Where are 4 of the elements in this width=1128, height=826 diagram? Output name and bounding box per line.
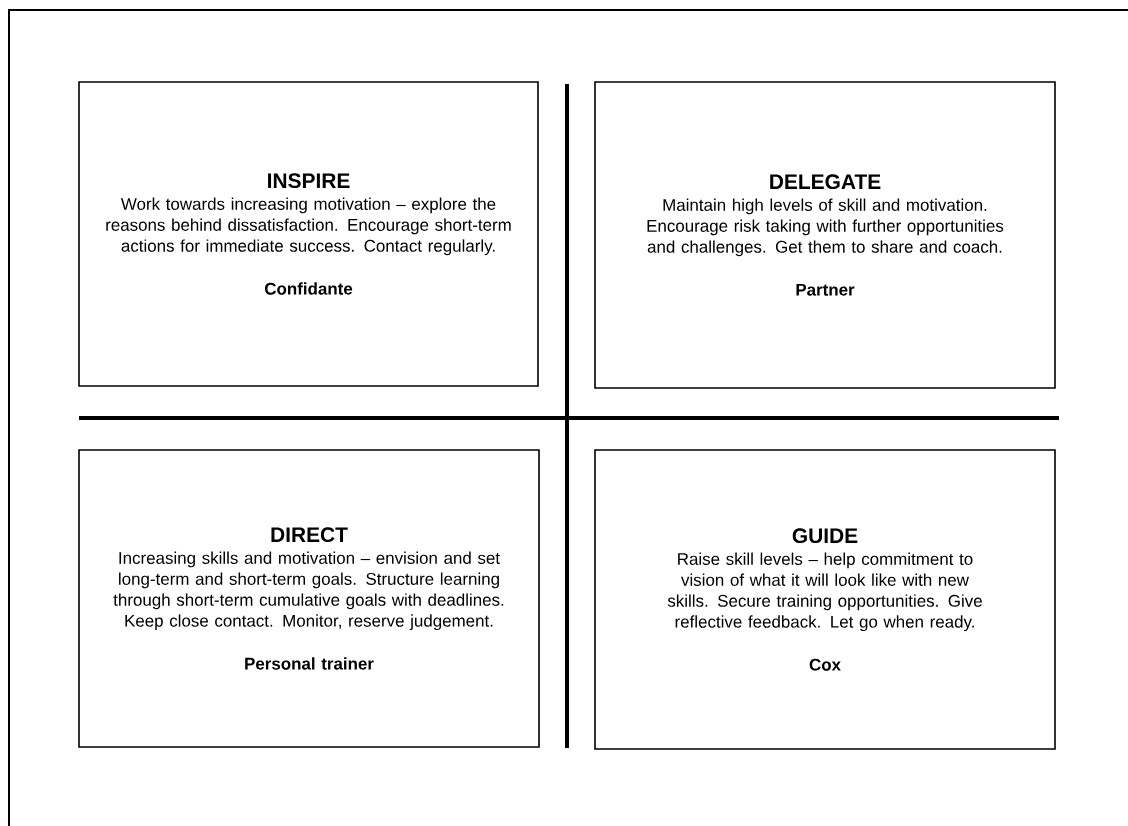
quadrant-box: DELEGATE Maintain high levels of skill and motivation. Encourage risk taking with further opportunities and challenges. Get them to share and coach. Partner xyxy=(594,81,1056,389)
quadrant-box: GUIDE Raise skill levels – help commitment to vision of what it will look like with new skills. Secure training opportunities. Give reflective feedback. Let go when ready. Cox xyxy=(594,449,1056,750)
quadrant-box: DIRECT Increasing skills and motivation – envision and set long-term and short-term goals. Structure learning through short-term cumulative goals with deadlines. Keep close contact. Monitor, reserve judgement. Personal trainer xyxy=(78,449,540,748)
quadrant-box: INSPIRE Work towards increasing motivation – explore the reasons behind dissatisfaction. Encourage short-term actions for immediate success. Contact regularly. Confidante xyxy=(78,81,539,387)
